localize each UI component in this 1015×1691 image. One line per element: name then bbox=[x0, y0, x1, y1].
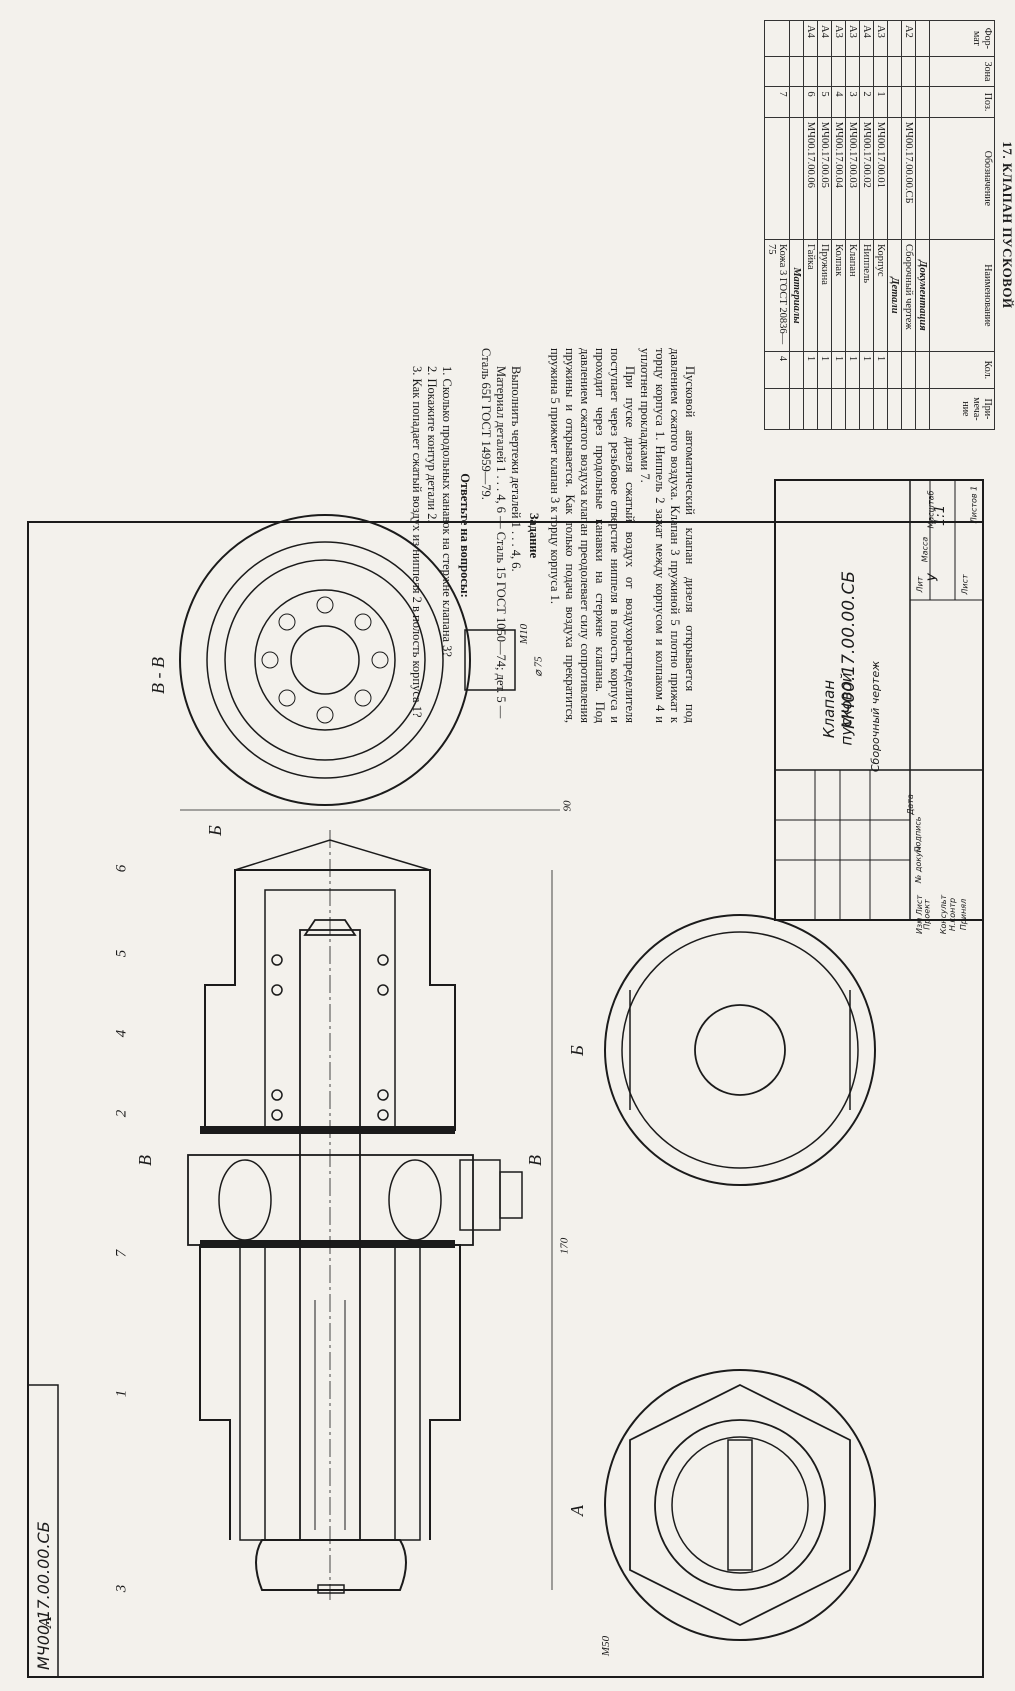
valve-head-slot bbox=[317, 1584, 345, 1594]
body-part-1 bbox=[394, 1244, 421, 1541]
title-block bbox=[774, 479, 984, 921]
title-block-col-mass: Масса bbox=[920, 536, 930, 563]
title-block-row: Проект bbox=[922, 899, 932, 930]
leader-label-3: 3 bbox=[113, 1584, 130, 1593]
main-section-view bbox=[187, 830, 553, 1600]
spring-5 bbox=[271, 954, 389, 1121]
title-block-sheet: Лист bbox=[960, 574, 970, 595]
title-block-row-head: Дата bbox=[905, 794, 915, 815]
valve-head bbox=[255, 1539, 407, 1591]
title-block-row: Консульт bbox=[939, 894, 949, 935]
stamp-box bbox=[27, 1384, 59, 1678]
leader-label-5: 5 bbox=[113, 949, 130, 958]
leader-label-4: 4 bbox=[113, 1029, 130, 1038]
dim-170: 170 bbox=[558, 1237, 571, 1255]
title-block-name-2: пусковой bbox=[837, 672, 856, 746]
nut-6 bbox=[303, 919, 357, 936]
body-part-1 bbox=[239, 1244, 266, 1541]
leader-label-2: 2 bbox=[113, 1109, 130, 1118]
section-letter-a: А bbox=[35, 1617, 55, 1628]
sheet-stamp-label: МЧ00.17.00.00.СБ bbox=[34, 1521, 53, 1670]
title-block-sheets: Листов 1 bbox=[969, 485, 979, 524]
cap-dome bbox=[234, 839, 431, 871]
dim-90: 90 bbox=[561, 800, 574, 812]
title-block-litera: У bbox=[926, 573, 942, 582]
view-b bbox=[604, 914, 876, 1186]
title-block-doc-type: Сборочный чертеж bbox=[869, 660, 883, 773]
fitting-bore bbox=[499, 1171, 523, 1219]
view-label-vv: В - В bbox=[147, 657, 168, 694]
title-block-name-1: Клапан bbox=[820, 679, 839, 739]
nipple-port bbox=[218, 1159, 272, 1241]
section-vv-view bbox=[179, 514, 560, 811]
title-block-col-scale: Масштаб bbox=[926, 490, 936, 529]
dim-m50: М50 bbox=[600, 1635, 613, 1657]
view-a bbox=[604, 1369, 876, 1641]
section-letter-v: В bbox=[525, 1155, 545, 1166]
view-label-a: А bbox=[567, 1505, 587, 1516]
dim-75: ⌀ 75 bbox=[532, 656, 545, 677]
gasket-7 bbox=[200, 1240, 455, 1248]
title-block-row: Н.контр bbox=[948, 897, 958, 932]
dim-m10: М10 bbox=[518, 623, 531, 645]
leader-label-7: 7 bbox=[113, 1249, 130, 1258]
view-label-b: Б bbox=[566, 1045, 587, 1056]
sheet-frame bbox=[27, 521, 984, 1678]
section-letter-b: Б bbox=[204, 825, 225, 836]
nipple-port bbox=[388, 1159, 442, 1241]
title-block-row: Принял bbox=[959, 898, 969, 931]
title-block-row-head: Подпись bbox=[913, 816, 923, 853]
title-block-col-lit: Лит bbox=[915, 576, 925, 593]
leader-label-6: 6 bbox=[113, 864, 130, 873]
section-letter-v: В bbox=[135, 1155, 155, 1166]
leader-label-1: 1 bbox=[113, 1389, 130, 1398]
threaded-fitting bbox=[459, 1159, 501, 1231]
